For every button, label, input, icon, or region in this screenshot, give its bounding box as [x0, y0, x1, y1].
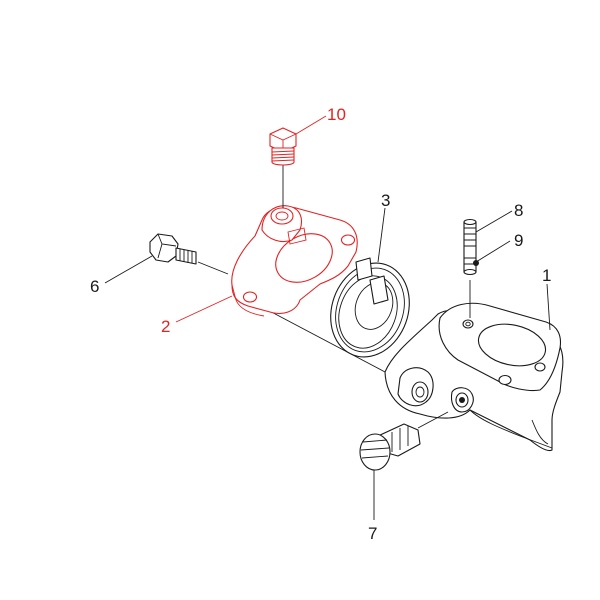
intake-flange-part: [231, 205, 386, 373]
leader-8: [475, 210, 513, 233]
callout-10: 10: [327, 105, 346, 124]
leader-9-dot: [473, 260, 479, 266]
plug-part: [269, 127, 297, 166]
callout-6: 6: [90, 277, 99, 296]
bolt-part: [149, 233, 229, 275]
callout-2: 2: [161, 317, 170, 336]
leader-2: [175, 295, 233, 323]
callout-9: 9: [514, 231, 523, 250]
leader-10: [295, 115, 327, 135]
gasket-part: [330, 257, 410, 358]
callout-8: 8: [514, 201, 523, 220]
leader-9: [475, 240, 511, 263]
leader-1: [546, 283, 551, 331]
callout-7: 7: [368, 524, 377, 543]
leader-6: [104, 255, 153, 284]
carburetor-body-part: [384, 302, 564, 452]
adjusting-screw-part: [359, 411, 449, 471]
leader-3: [377, 207, 386, 263]
callout-3: 3: [381, 191, 390, 210]
stud-part: [463, 218, 477, 318]
callout-1: 1: [542, 266, 551, 285]
